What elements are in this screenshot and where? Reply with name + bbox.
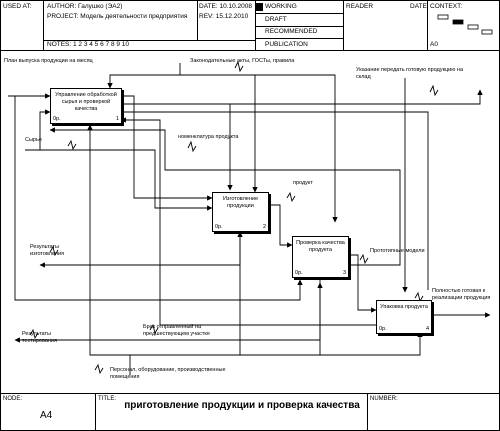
activity-cost: 0р. (379, 326, 387, 332)
footer-divider (367, 393, 368, 431)
reader-date-field: DATE (410, 3, 427, 10)
number-caption: NUMBER: (370, 396, 398, 402)
header-divider (255, 26, 343, 27)
rev-field: REV: 15.12.2010 (199, 13, 249, 20)
title-caption: TITLE: (98, 396, 117, 402)
context-field: CONTEXT: (430, 3, 463, 10)
header-divider (427, 0, 428, 50)
activity-box-3[interactable]: Проверка качества продукта 0р. 3 (292, 236, 349, 278)
arrow-label-packed: Полностью готовая к реализации продукция (432, 288, 491, 301)
used-at-label: USED AT: (3, 3, 32, 10)
arrow-label-order: Указание передать готовую продукцию на с… (356, 67, 463, 80)
date-field: DATE: 10.10.2008 (199, 3, 252, 10)
arrow-label-resources: Персонал, оборудование, производственные… (110, 367, 226, 380)
footer-top-line (0, 393, 500, 394)
activity-number: 2 (262, 224, 266, 230)
header-divider (255, 0, 256, 50)
activity-box-2[interactable]: Изготовление продукции 0р. 2 (212, 192, 269, 232)
activity-box-4[interactable]: Упаковка продукта 0р. 4 (376, 300, 432, 334)
context-thumbnail (437, 14, 493, 35)
header-divider (197, 0, 198, 40)
status-working: WORKING (265, 3, 297, 10)
activity-cost: 0р. (215, 224, 223, 230)
header-divider (43, 40, 255, 41)
footer-divider (95, 393, 96, 431)
status-draft: DRAFT (265, 16, 287, 23)
diagram-title: приготовление продукции и проверка качес… (124, 400, 360, 411)
node-caption: NODE: (3, 396, 23, 402)
working-marker (256, 3, 263, 11)
activity-number: 3 (342, 270, 346, 276)
arrow-label-plan: План выпуска продукции на месяц (4, 58, 93, 64)
notes-field: NOTES: 1 2 3 4 5 6 7 8 9 10 (47, 41, 130, 48)
arrow-label-test-models: Прототипные модели (370, 248, 425, 254)
arrow-label-rejected: Брак отправленный на предшествующем учас… (143, 324, 210, 337)
context-node: A0 (430, 41, 438, 48)
activity-name: Упаковка продукта (380, 304, 428, 310)
activity-name: Проверка качества продукта (296, 240, 345, 253)
activity-cost: 0р. (53, 116, 61, 122)
activity-name: Изготовление продукции (222, 196, 259, 209)
header-bottom-line (0, 50, 500, 51)
activity-cost: 0р. (295, 270, 303, 276)
node-value: A4 (40, 410, 53, 421)
arrow-label-nomenclature: номенклатура продукта (178, 134, 239, 140)
project-field: PROJECT: Модель деятельности предприятия (47, 13, 188, 20)
header-divider (43, 0, 44, 50)
header-divider (343, 0, 344, 50)
reader-field: READER (346, 3, 374, 10)
arrow-label-raw: Сырье (25, 137, 42, 143)
header-divider (255, 38, 343, 39)
activity-number: 4 (425, 326, 429, 332)
status-recommended: RECOMMENDED (265, 28, 318, 35)
arrow-label-product: продукт (293, 180, 313, 186)
arrow-label-law: Законодательные акты, ГОСТы, правила (190, 58, 295, 64)
arrow-label-test-results: Результаты тестирования (22, 331, 57, 344)
author-field: AUTHOR: Галушко (ЭА2) (47, 3, 123, 10)
activity-name: Управление обработкой сырья и проверкой … (55, 92, 117, 112)
header-divider (255, 13, 343, 14)
arrow-label-mfg-results: Результаты изготовления (30, 244, 65, 257)
activity-number: 1 (115, 116, 119, 122)
activity-box-1[interactable]: Управление обработкой сырья и проверкой … (50, 88, 122, 124)
status-publication: PUBLICATION (265, 41, 308, 48)
